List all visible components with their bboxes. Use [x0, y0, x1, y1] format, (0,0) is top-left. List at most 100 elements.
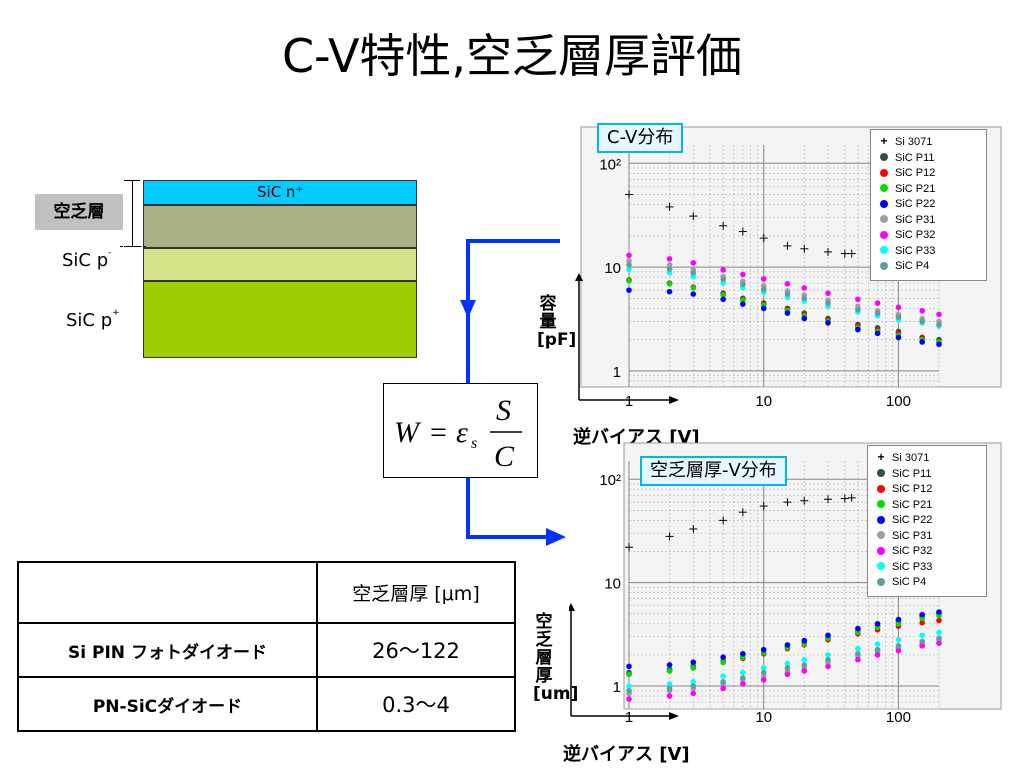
legend-marker — [877, 258, 891, 273]
data-point — [784, 291, 791, 297]
legend-label: SiC P21 — [895, 182, 936, 195]
data-point — [626, 683, 632, 689]
data-point — [825, 656, 831, 663]
data-point — [936, 617, 942, 624]
data-point — [666, 693, 673, 699]
legend-item: SiC P4 — [877, 258, 980, 274]
data-point — [740, 281, 746, 288]
legend-marker — [874, 574, 888, 589]
legend-label: SiC P11 — [895, 151, 935, 164]
data-point — [740, 297, 746, 303]
legend-label: SiC P32 — [895, 229, 936, 241]
sic-p-plus-superscript: + — [112, 308, 120, 318]
data-point — [626, 663, 632, 670]
table-header-cell — [17, 561, 318, 624]
sic-p-text: SiC p — [62, 250, 109, 271]
data-point — [720, 292, 726, 298]
y-tick-label: 10² — [599, 156, 621, 173]
legend-label: Si 3071 — [895, 136, 933, 148]
sic-p-plus-text: SiC p — [66, 310, 113, 331]
data-point — [720, 296, 726, 303]
data-point — [720, 685, 726, 692]
y-tick-label: 10 — [604, 260, 621, 277]
data-point — [690, 678, 697, 685]
data-point — [784, 310, 791, 316]
x-tick-label: 10 — [755, 393, 772, 410]
data-point — [874, 330, 881, 337]
depletion-y-axis-label: 空乏層厚[um] — [533, 612, 579, 704]
data-point — [825, 290, 831, 297]
data-point — [720, 678, 726, 685]
sic-n-label: SiC n — [257, 183, 296, 201]
data-point — [895, 620, 902, 627]
data-point — [825, 632, 831, 639]
data-point — [690, 690, 697, 697]
data-point — [626, 671, 632, 678]
x-tick-label: 100 — [886, 393, 911, 410]
data-point — [690, 659, 697, 666]
data-point — [784, 665, 791, 671]
legend-label: SiC P21 — [892, 498, 933, 511]
cv-chart-tag: C-V分布 — [597, 123, 684, 153]
data-point — [895, 334, 902, 341]
data-point — [740, 301, 746, 307]
legend-item: SiC P4 — [874, 574, 980, 590]
data-point — [825, 320, 831, 326]
y-axis-arrowhead — [567, 603, 575, 611]
data-point — [936, 629, 942, 636]
legend-marker — [874, 543, 888, 558]
y-tick-label: 1 — [613, 679, 621, 696]
data-point — [847, 249, 856, 258]
legend-marker — [877, 227, 891, 242]
data-point — [626, 277, 632, 284]
data-point — [801, 637, 808, 644]
table-header-cell: 空乏層厚 [μm] — [316, 561, 516, 624]
legend-label: SiC P31 — [895, 213, 936, 226]
data-point — [840, 249, 849, 258]
cv-y-axis-label: 容量[pF] — [537, 294, 577, 350]
data-point — [720, 267, 726, 273]
legend-label: Si 3071 — [892, 452, 930, 464]
x-tick-label: 10 — [755, 709, 772, 726]
data-point — [919, 619, 925, 626]
sic-p-layer — [143, 248, 417, 281]
data-point — [666, 262, 673, 268]
data-point — [784, 642, 791, 648]
data-point — [800, 496, 809, 505]
data-point — [666, 668, 673, 674]
data-point — [783, 241, 792, 250]
y-tick-label: 1 — [613, 364, 621, 381]
sic-p-plus-layer — [143, 281, 417, 358]
data-point — [759, 234, 768, 243]
formula-subscript-s: s — [471, 435, 477, 452]
data-point — [919, 318, 925, 325]
data-point — [855, 625, 861, 632]
legend-label: SiC P31 — [892, 529, 933, 542]
legend-marker — [874, 559, 888, 574]
legend-label: SiC P33 — [895, 244, 936, 257]
data-point — [666, 256, 673, 262]
legend-item: SiC P11 — [877, 150, 980, 166]
data-point — [689, 212, 698, 221]
data-point — [801, 295, 808, 302]
data-point — [760, 669, 767, 676]
data-point — [784, 671, 791, 678]
data-point — [626, 252, 632, 259]
y-tick-label: 10 — [604, 576, 621, 593]
data-point — [895, 637, 902, 643]
data-point — [738, 508, 747, 517]
data-point — [666, 685, 673, 692]
data-point — [666, 266, 673, 272]
data-point — [625, 543, 633, 552]
legend-item: SiC P31 — [874, 528, 980, 544]
data-point — [855, 326, 861, 333]
dimension-tick-top — [124, 180, 140, 181]
data-point — [740, 681, 746, 687]
y-tick-label: 10² — [599, 472, 621, 489]
data-point — [720, 673, 726, 679]
depletion-formula: W = ε s S C — [383, 383, 538, 478]
legend-item: SiC P21 — [874, 497, 980, 513]
sic-p-plus-side-label: SiC p+ — [66, 308, 120, 331]
